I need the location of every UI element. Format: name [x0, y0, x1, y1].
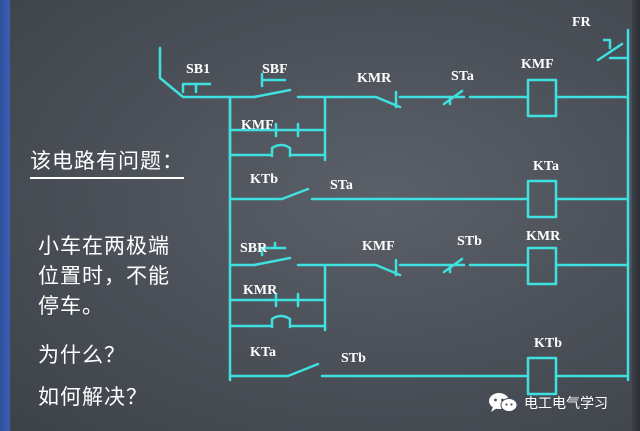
- watermark: 电工电气学习: [488, 391, 608, 415]
- kmr-nc-contact-top: [374, 90, 402, 109]
- row3-wire-left: [228, 256, 378, 267]
- left-supply-rail: [158, 46, 232, 382]
- label-kta-contact: KTa: [250, 345, 276, 360]
- kmf-hold-contact: [228, 122, 327, 138]
- label-stb-row4: STb: [341, 351, 366, 366]
- row2-wire: [228, 187, 530, 201]
- watermark-text: 电工电气学习: [524, 396, 608, 412]
- label-ktb-contact: KTb: [250, 172, 278, 187]
- sb1-stop-button: [181, 82, 212, 94]
- kmf-coil: [526, 78, 558, 118]
- slide-title: 该电路有问题：: [30, 146, 184, 179]
- label-ktb-coil: KTb: [534, 336, 562, 351]
- label-fr: FR: [572, 15, 592, 30]
- label-sta-top: STa: [451, 69, 474, 84]
- label-kmf-hold: KMF: [241, 118, 274, 133]
- kta-coil: [526, 179, 558, 219]
- left-accent-bar: [0, 0, 10, 431]
- how-question: 如何解决？: [38, 385, 148, 409]
- right-edge-shadow: [632, 0, 640, 431]
- label-stb-mid: STb: [457, 234, 482, 249]
- label-kmr-contact-top: KMR: [357, 71, 392, 86]
- label-sb1: SB1: [186, 62, 210, 77]
- label-kmf-coil: KMF: [521, 57, 554, 72]
- sbf-button-head: [260, 72, 287, 88]
- question-line-1: 小车在两极端: [38, 234, 170, 258]
- fr-overload-contact: [596, 38, 624, 62]
- label-kmf-contact-mid: KMF: [362, 239, 395, 254]
- label-kta-coil: KTa: [533, 159, 559, 174]
- sta-nc-contact-top: [432, 89, 466, 106]
- question-line-2: 位置时，不能: [38, 264, 170, 288]
- sbr-button-head: [260, 241, 287, 257]
- wechat-icon: [489, 393, 518, 412]
- question-line-3: 停车。: [38, 294, 104, 318]
- sbf-button-contact: [252, 88, 292, 99]
- why-question: 为什么？: [38, 343, 126, 367]
- kmr-hold-contact: [228, 292, 327, 308]
- label-sta-row2: STa: [330, 178, 353, 193]
- kmr-coil: [526, 246, 558, 286]
- stb-nc-contact-mid: [432, 257, 466, 274]
- label-kmr-hold: KMR: [243, 283, 278, 298]
- label-sbr: SBR: [240, 241, 268, 256]
- ktb-branch-contact: [228, 143, 327, 158]
- label-kmr-coil: KMR: [526, 229, 561, 244]
- kta-branch-contact: [228, 314, 327, 329]
- label-sbf: SBF: [262, 62, 288, 77]
- row4-wire: [228, 362, 530, 378]
- ktb-coil: [526, 356, 558, 396]
- kmf-nc-contact-mid: [374, 258, 402, 277]
